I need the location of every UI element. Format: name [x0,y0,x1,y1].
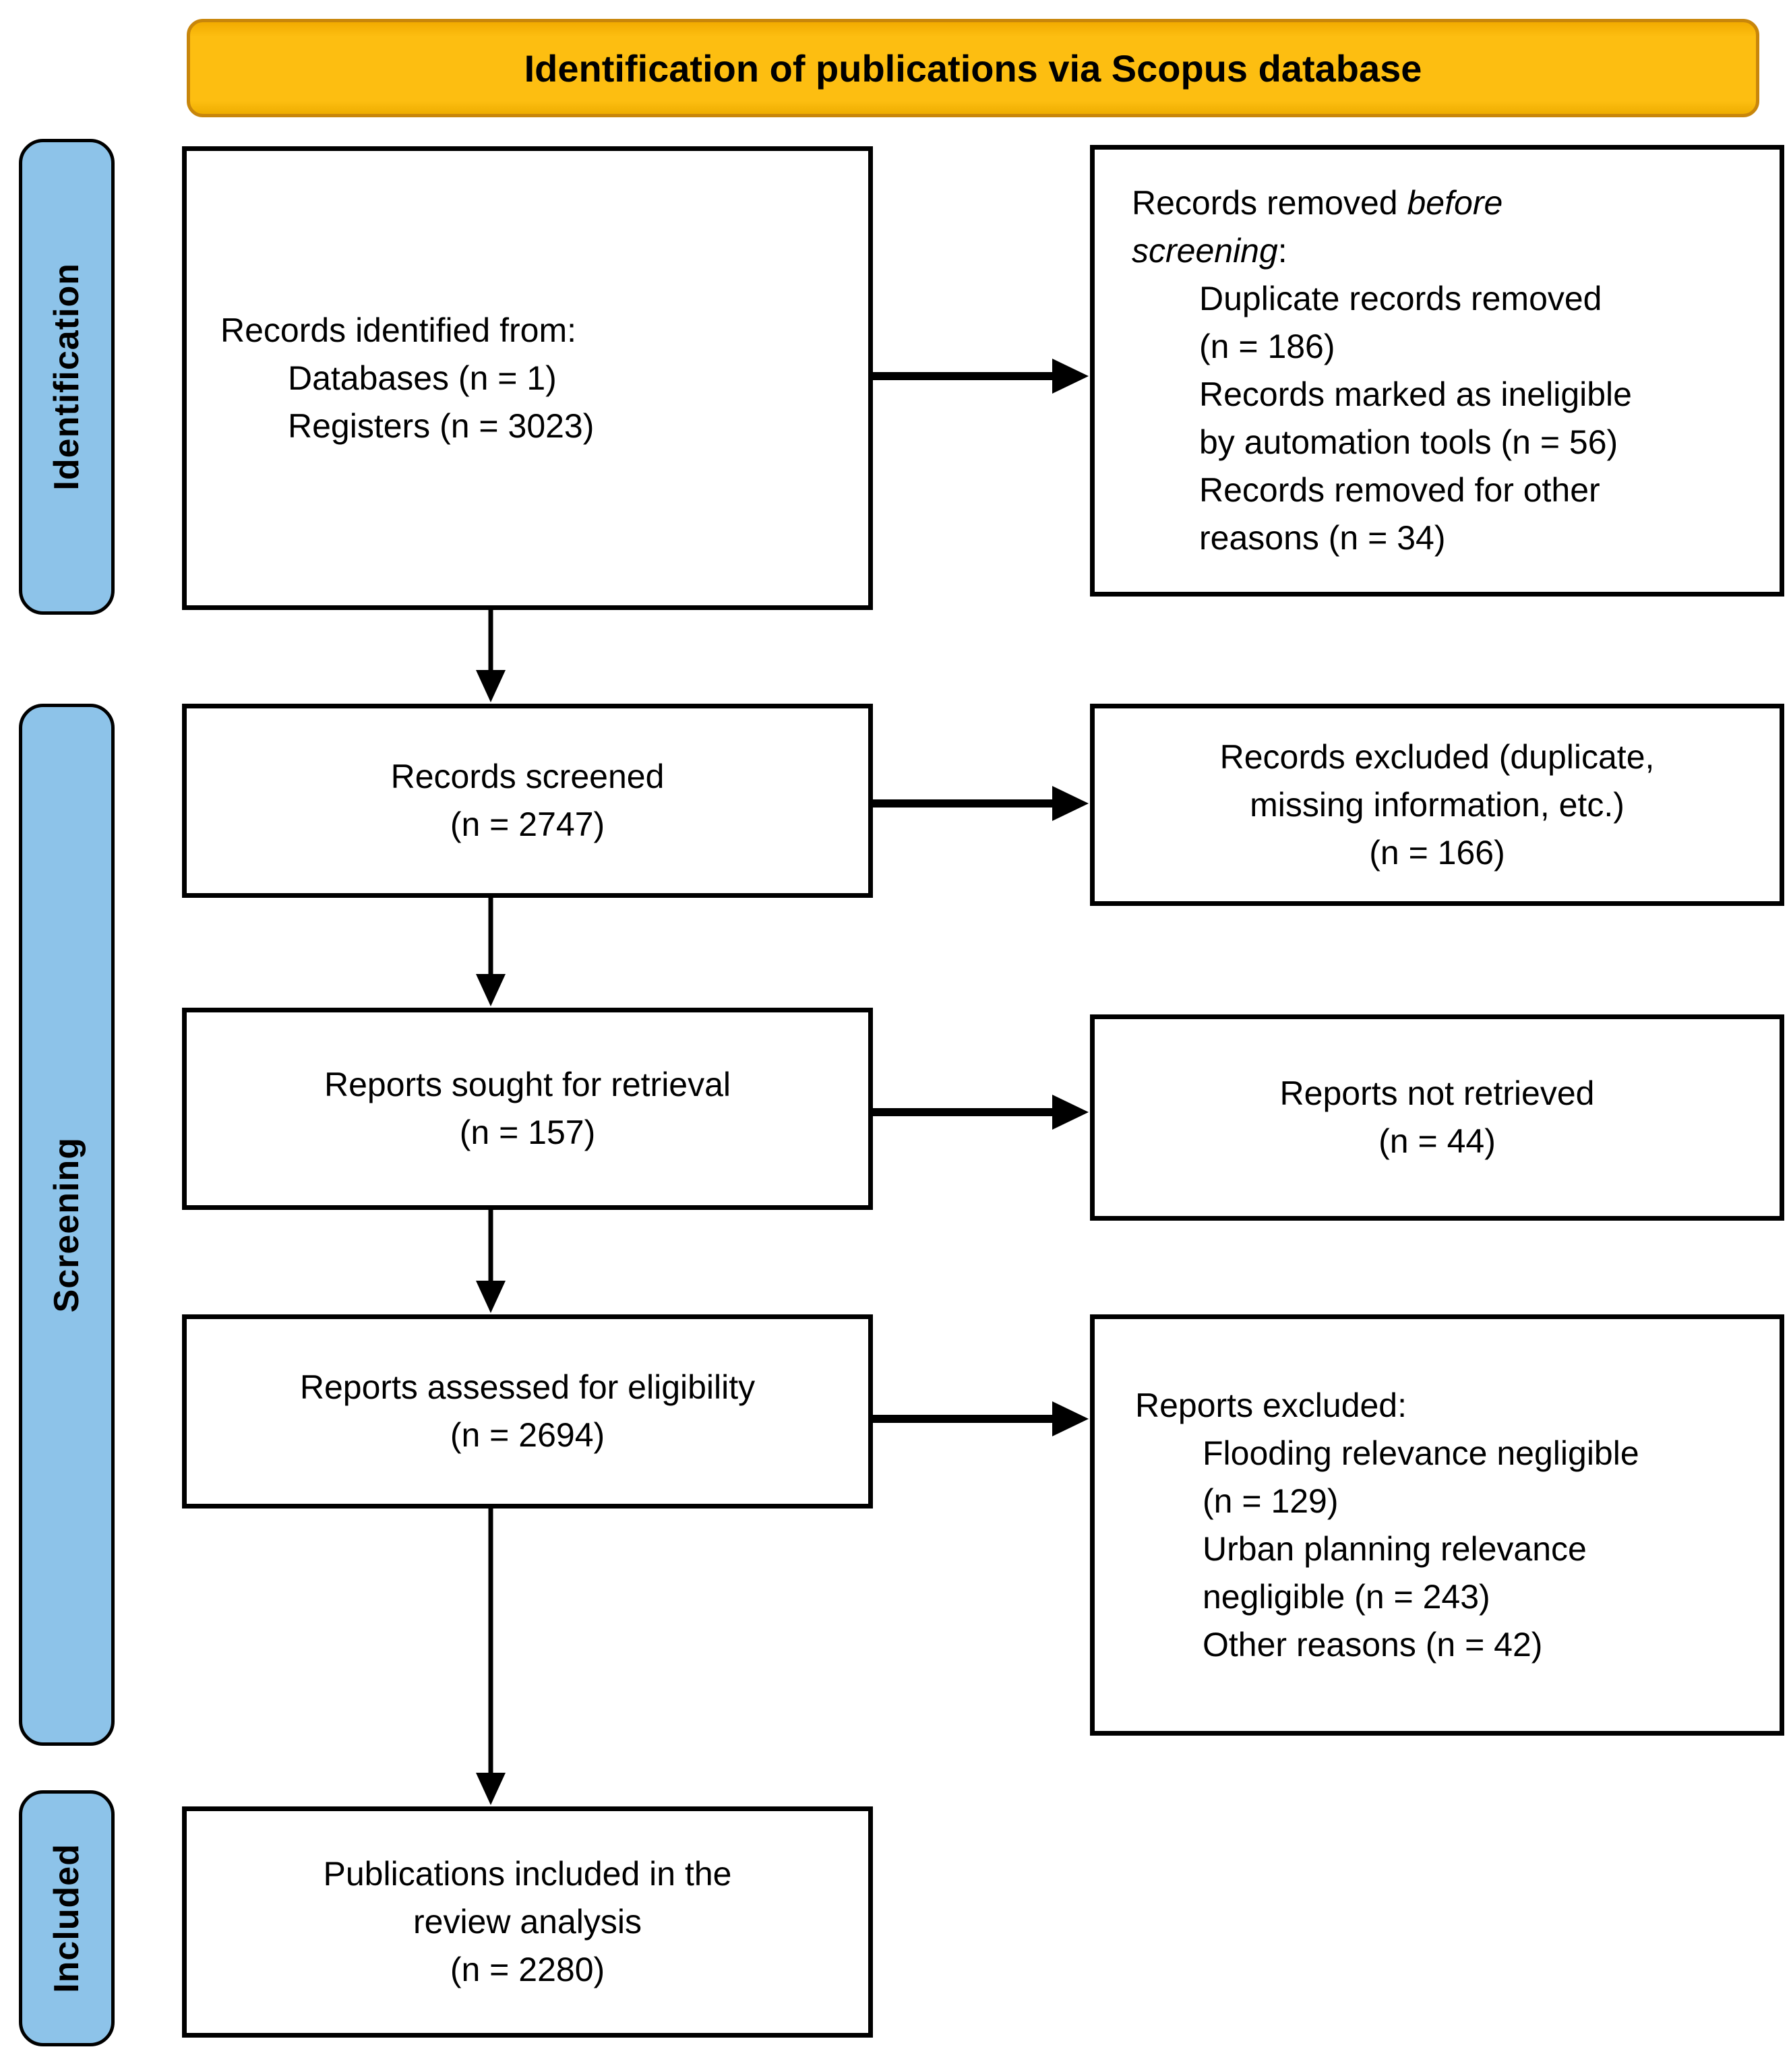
reports-not-retrieved-label: Reports not retrieved [1279,1074,1595,1112]
records-screened-label: Records screened [390,758,665,795]
box-records-excluded: Records excluded (duplicate, missing inf… [1090,704,1784,906]
records-identified-title: Records identified from: [220,311,577,349]
stage-label-screening-text: Screening [47,1136,86,1313]
box-reports-sought: Reports sought for retrieval (n = 157) [182,1008,873,1210]
reports-assessed-label: Reports assessed for eligibility [299,1368,756,1406]
reports-not-retrieved-count: (n = 44) [1378,1122,1496,1160]
stage-label-screening: Screening [19,704,115,1746]
records-excluded-label: Records excluded (duplicate, missing inf… [1219,737,1655,824]
records-removed-title: Records removed before screening: [1132,179,1617,275]
box-records-identified: Records identified from: Databases (n = … [182,146,873,610]
arrow-sought-to-not-retrieved [870,1095,1089,1130]
reports-assessed-count: (n = 2694) [450,1416,605,1454]
arrow-screened-to-sought [476,896,506,1006]
publications-included-count: (n = 2280) [450,1951,605,1988]
records-excluded-count: (n = 166) [1369,833,1505,872]
records-screened-count: (n = 2747) [450,805,605,843]
reports-excluded-title: Reports excluded: [1135,1386,1407,1424]
reports-sought-count: (n = 157) [459,1114,596,1151]
records-removed-title-prefix: Records removed [1132,184,1407,222]
arrow-screened-to-excluded [870,786,1089,821]
box-reports-excluded: Reports excluded: Flooding relevance neg… [1090,1314,1784,1736]
banner: Identification of publications via Scopu… [187,19,1759,117]
records-removed-title-italic: before screening [1132,184,1503,270]
arrow-identified-to-screened [476,609,506,702]
stage-label-identification-text: Identification [47,263,86,491]
stage-label-included: Included [19,1790,115,2046]
publications-included-label: Publications included in the review anal… [323,1855,732,1941]
records-removed-title-suffix: : [1277,232,1287,270]
arrow-assessed-to-included [476,1507,506,1805]
arrow-identified-to-removed [870,359,1089,394]
arrow-assessed-to-reports-excluded [870,1401,1089,1436]
box-reports-assessed: Reports assessed for eligibility (n = 26… [182,1314,873,1509]
reports-sought-label: Reports sought for retrieval [324,1066,731,1103]
stage-label-identification: Identification [19,139,115,615]
box-publications-included: Publications included in the review anal… [182,1806,873,2038]
reports-excluded-items: Flooding relevance negligible (n = 129) … [1203,1434,1639,1664]
records-removed-items: Duplicate records removed (n = 186) Reco… [1199,280,1632,557]
banner-title: Identification of publications via Scopu… [524,47,1422,90]
stage-label-included-text: Included [47,1844,86,1993]
box-reports-not-retrieved: Reports not retrieved (n = 44) [1090,1014,1784,1221]
records-identified-items: Databases (n = 1) Registers (n = 3023) [288,359,595,445]
box-records-removed-before-screening: Records removed before screening: Duplic… [1090,145,1784,597]
box-records-screened: Records screened (n = 2747) [182,704,873,898]
arrow-sought-to-assessed [476,1209,506,1313]
